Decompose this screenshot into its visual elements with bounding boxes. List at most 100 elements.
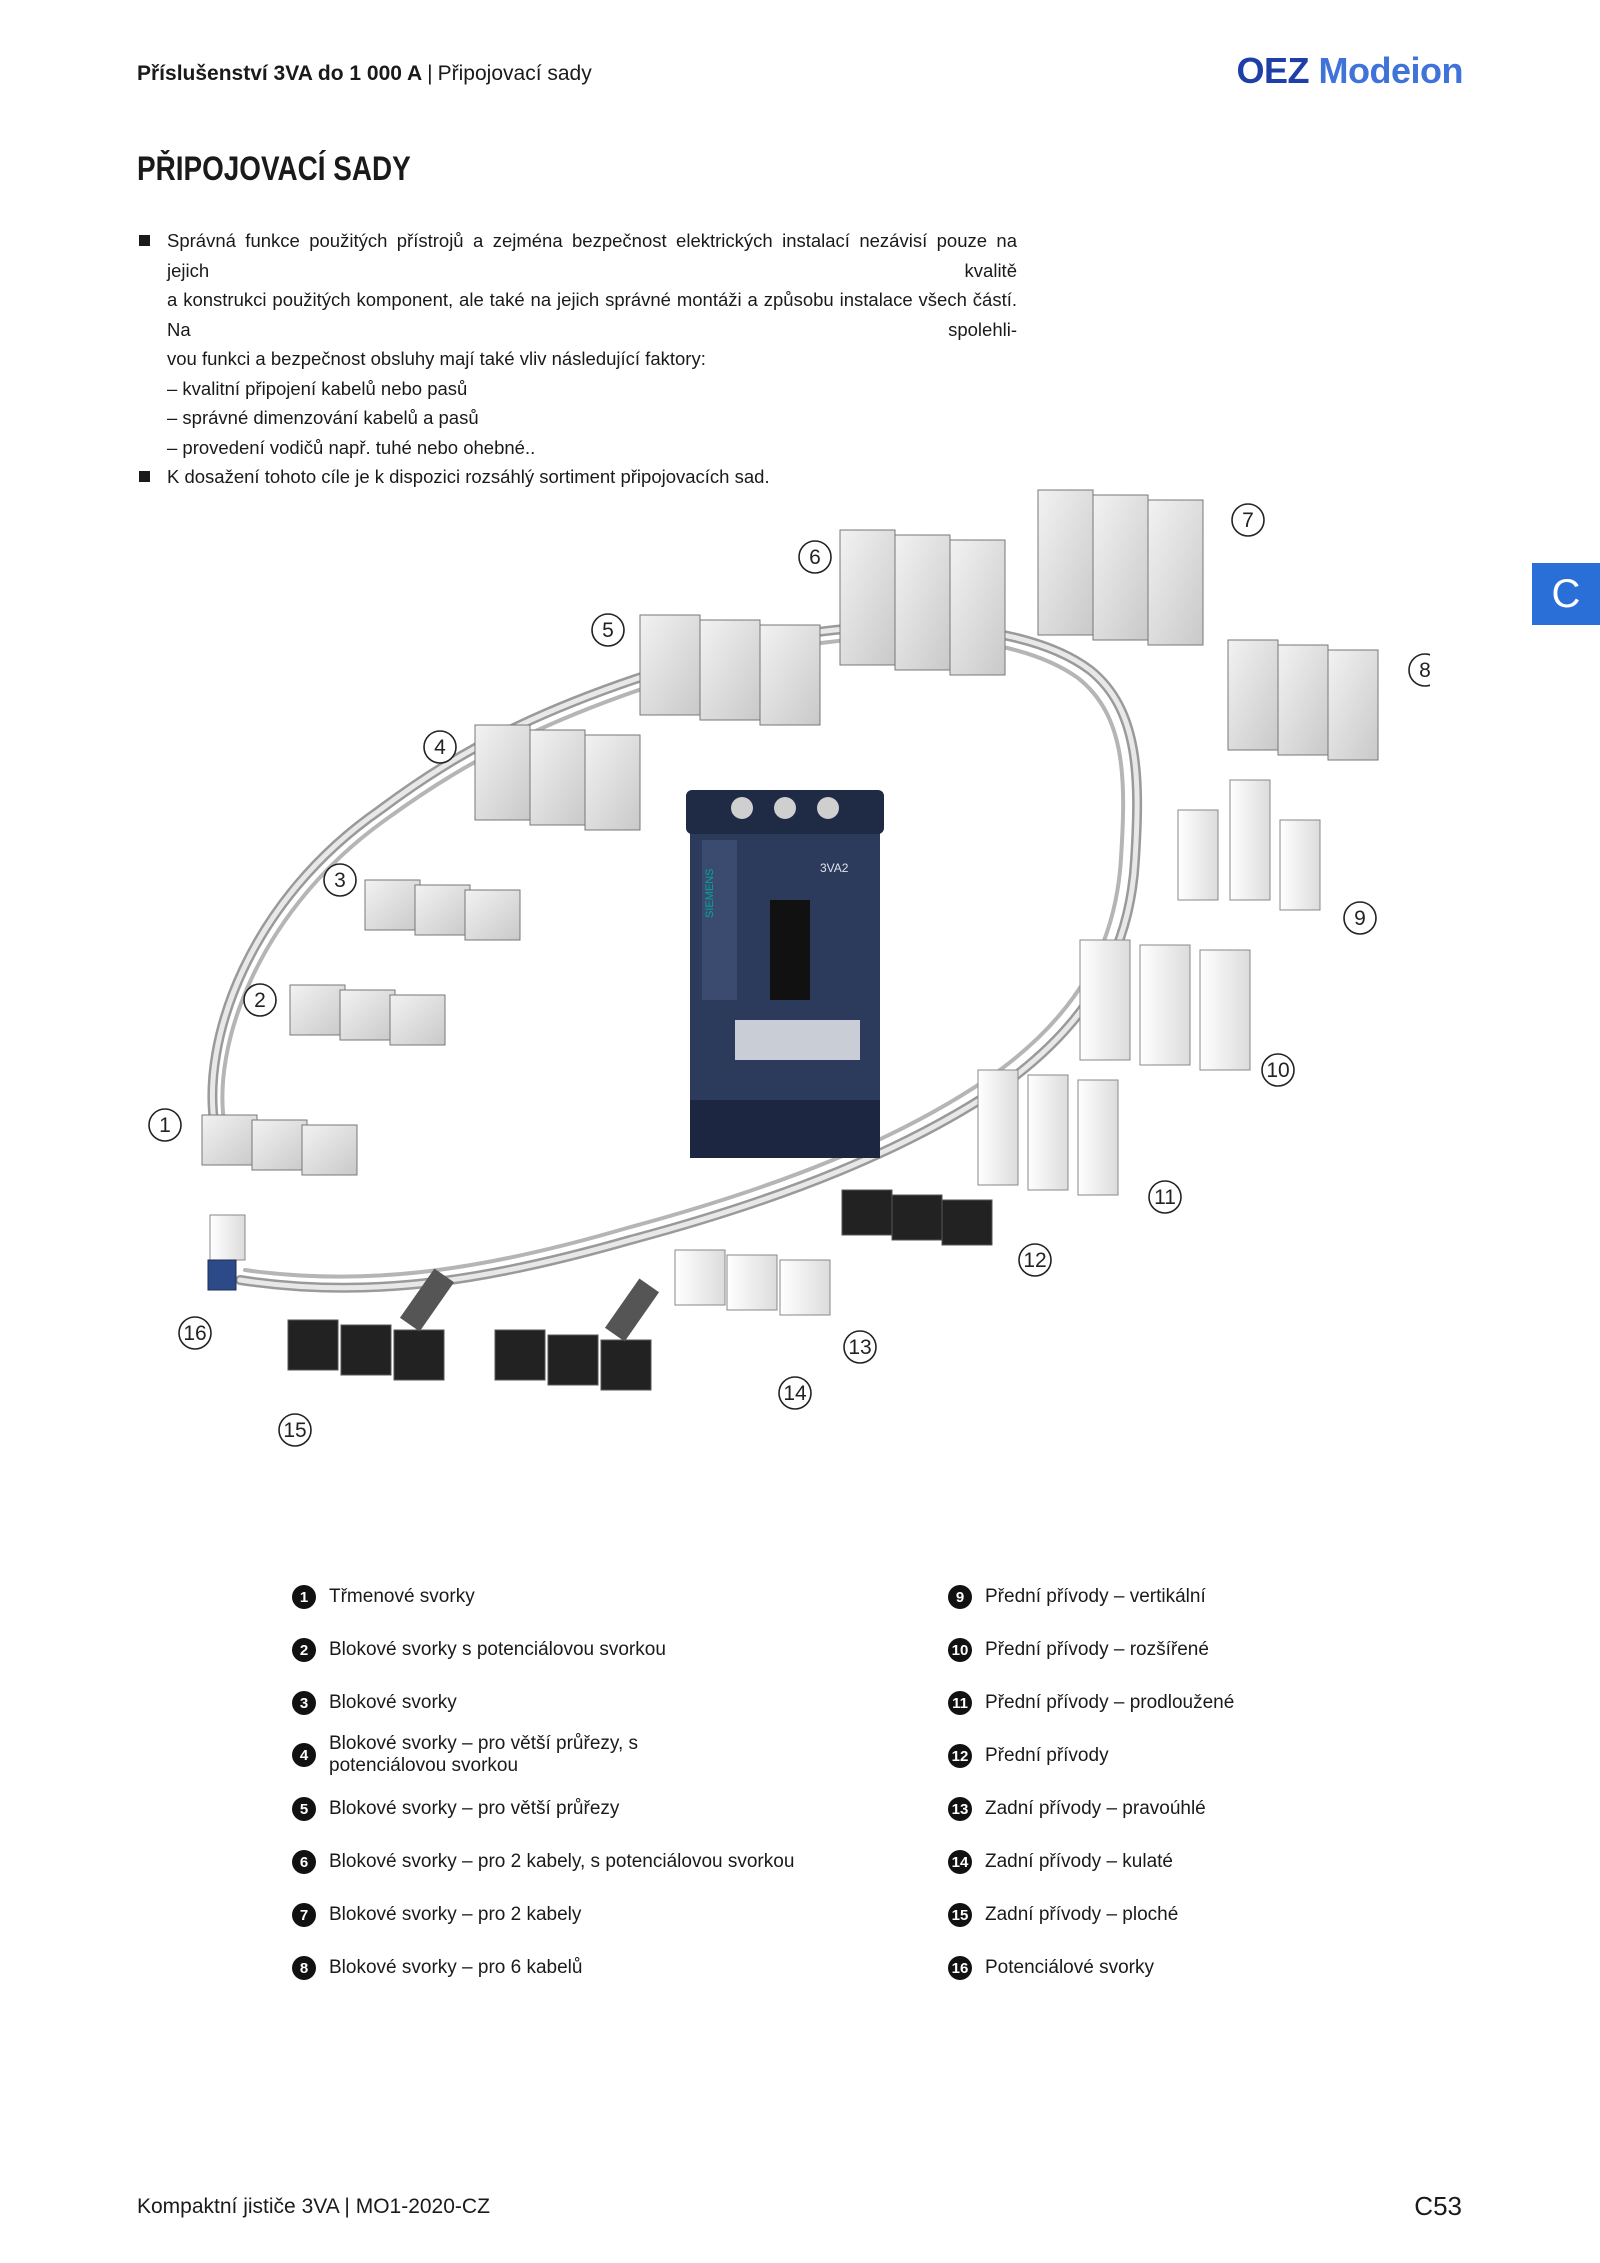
legend-number: 14 [948,1850,972,1874]
callout-label: 12 [1023,1249,1046,1272]
busbar-rail [207,621,1143,1293]
running-header: Příslušenství 3VA do 1 000 A|Připojovací… [137,62,592,86]
callout-circle [1261,1053,1295,1087]
legend-number: 10 [948,1638,972,1662]
accessory-11-elongated-leads [977,1069,1119,1196]
intro-line: K dosažení tohoto cíle je k dispozici ro… [167,466,770,487]
legend-number: 7 [292,1903,316,1927]
legend-number: 11 [948,1691,972,1715]
legend-text: Blokové svorky s potenciálovou svorkou [329,1639,666,1660]
legend-number: 6 [292,1850,316,1874]
legend-text: Blokové svorky – pro 2 kabely, s potenci… [329,1851,795,1872]
legend-number: 2 [292,1638,316,1662]
callout-label: 5 [602,619,614,642]
legend-item: 11 Přední přívody – prodloužené [948,1691,1234,1715]
callout-circle [1231,503,1265,537]
accessory-8-six-cable-terminals [1227,639,1379,761]
callout-circle [1018,1243,1052,1277]
legend-number: 8 [292,1956,316,1980]
legend-number: 12 [948,1744,972,1768]
legend-text: Zadní přívody – pravoúhlé [985,1798,1206,1819]
callout-label: 16 [183,1322,206,1345]
callout-circle [798,540,832,574]
legend-item: 15 Zadní přívody – ploché [948,1903,1178,1927]
logo-brand: OEZ [1236,50,1309,91]
intro-line: a konstrukci použitých komponent, ale ta… [167,289,1017,340]
accessory-4-block-terminals [474,724,641,831]
callout-label: 7 [1242,509,1254,532]
callout-label: 4 [434,736,446,759]
accessory-7-block-terminals [1037,489,1204,646]
legend-text: Blokové svorky – pro 2 kabely [329,1904,582,1925]
callout-circle [1343,901,1377,935]
accessory-10-extended-leads [1079,939,1251,1071]
accessory-9-vertical-leads [1177,779,1321,911]
accessories-figure: SIEMENS 3VA2 [148,489,1430,1447]
legend-text: Zadní přívody – ploché [985,1904,1179,1925]
accessory-16-potential-terminals [207,1214,246,1291]
intro-line: Správná funkce použitých přístrojů a zej… [167,230,1017,281]
callout-circle [323,863,357,897]
callout-label: 11 [1154,1186,1176,1209]
footer-doc-code: MO1-2020-CZ [355,2195,490,2218]
legend-number: 9 [948,1585,972,1609]
header-section: Příslušenství 3VA do 1 000 A [137,62,423,85]
breaker-brand: SIEMENS [704,868,716,918]
page-title: PŘIPOJOVACÍ SADY [137,150,411,188]
legend-item: 14 Zadní přívody – kulaté [948,1850,1173,1874]
accessory-12-front-leads [841,1189,993,1246]
legend-item: 2 Blokové svorky s potenciálovou svorkou [292,1638,666,1662]
accessory-3-block-terminals [364,879,521,941]
legend-item: 7 Blokové svorky – pro 2 kabely [292,1903,581,1927]
oez-modeion-logo: OEZ Modeion [1236,50,1463,92]
bullet-square-icon [139,235,150,246]
legend-text: Zadní přívody – kulaté [985,1851,1173,1872]
header-separator: | [427,62,433,85]
callout-label: 9 [1354,907,1366,930]
callout-label: 2 [254,989,266,1012]
circuit-breaker: SIEMENS 3VA2 [686,790,884,1158]
legend-number: 16 [948,1956,972,1980]
callout-label: 3 [334,869,346,892]
callout-label: 10 [1266,1059,1289,1082]
legend-number: 3 [292,1691,316,1715]
accessory-6-block-terminals [839,529,1006,676]
legend-text: Blokové svorky – pro větší průřezy [329,1798,620,1819]
intro-bullet-1: Správná funkce použitých přístrojů a zej… [137,226,1017,374]
callout-circle [591,613,625,647]
legend-item: 3 Blokové svorky [292,1691,457,1715]
callout-circle [778,1376,812,1410]
callout-circle [243,983,277,1017]
legend-number: 15 [948,1903,972,1927]
callout-circle [1148,1180,1182,1214]
footer-doc-info: Kompaktní jističe 3VA | MO1-2020-CZ [137,2195,490,2219]
accessory-5-block-terminals [639,614,821,726]
legend-item: 6 Blokové svorky – pro 2 kabely, s potenc… [292,1850,794,1874]
breaker-model: 3VA2 [820,861,849,875]
legend-text: Blokové svorky [329,1692,457,1713]
intro-sub-item: – provedení vodičů např. tuhé nebo ohebn… [167,436,536,458]
intro-line: vou funkci a bezpečnost obsluhy mají tak… [167,348,706,369]
page-number: C53 [1414,2191,1462,2221]
callout-circle [1408,653,1430,687]
intro-sub-item: – správné dimenzování kabelů a pasů [167,407,479,428]
legend-text: Blokové svorky – pro 6 kabelů [329,1957,583,1978]
callout-label: 6 [809,546,821,569]
callout-label: 15 [283,1419,306,1442]
accessory-2-block-terminals [289,984,446,1046]
legend-number: 1 [292,1585,316,1609]
legend-text: Přední přívody – vertikální [985,1586,1206,1607]
callout-label: 13 [848,1336,871,1359]
accessory-13-rear-right-angle-leads [674,1249,831,1316]
footer-separator: | [344,2195,350,2218]
intro-bullet-2: K dosažení tohoto cíle je k dispozici ro… [137,462,1017,492]
legend-text: Přední přívody – prodloužené [985,1692,1235,1713]
callout-label: 14 [783,1382,807,1405]
header-subsection: Připojovací sady [437,62,592,85]
